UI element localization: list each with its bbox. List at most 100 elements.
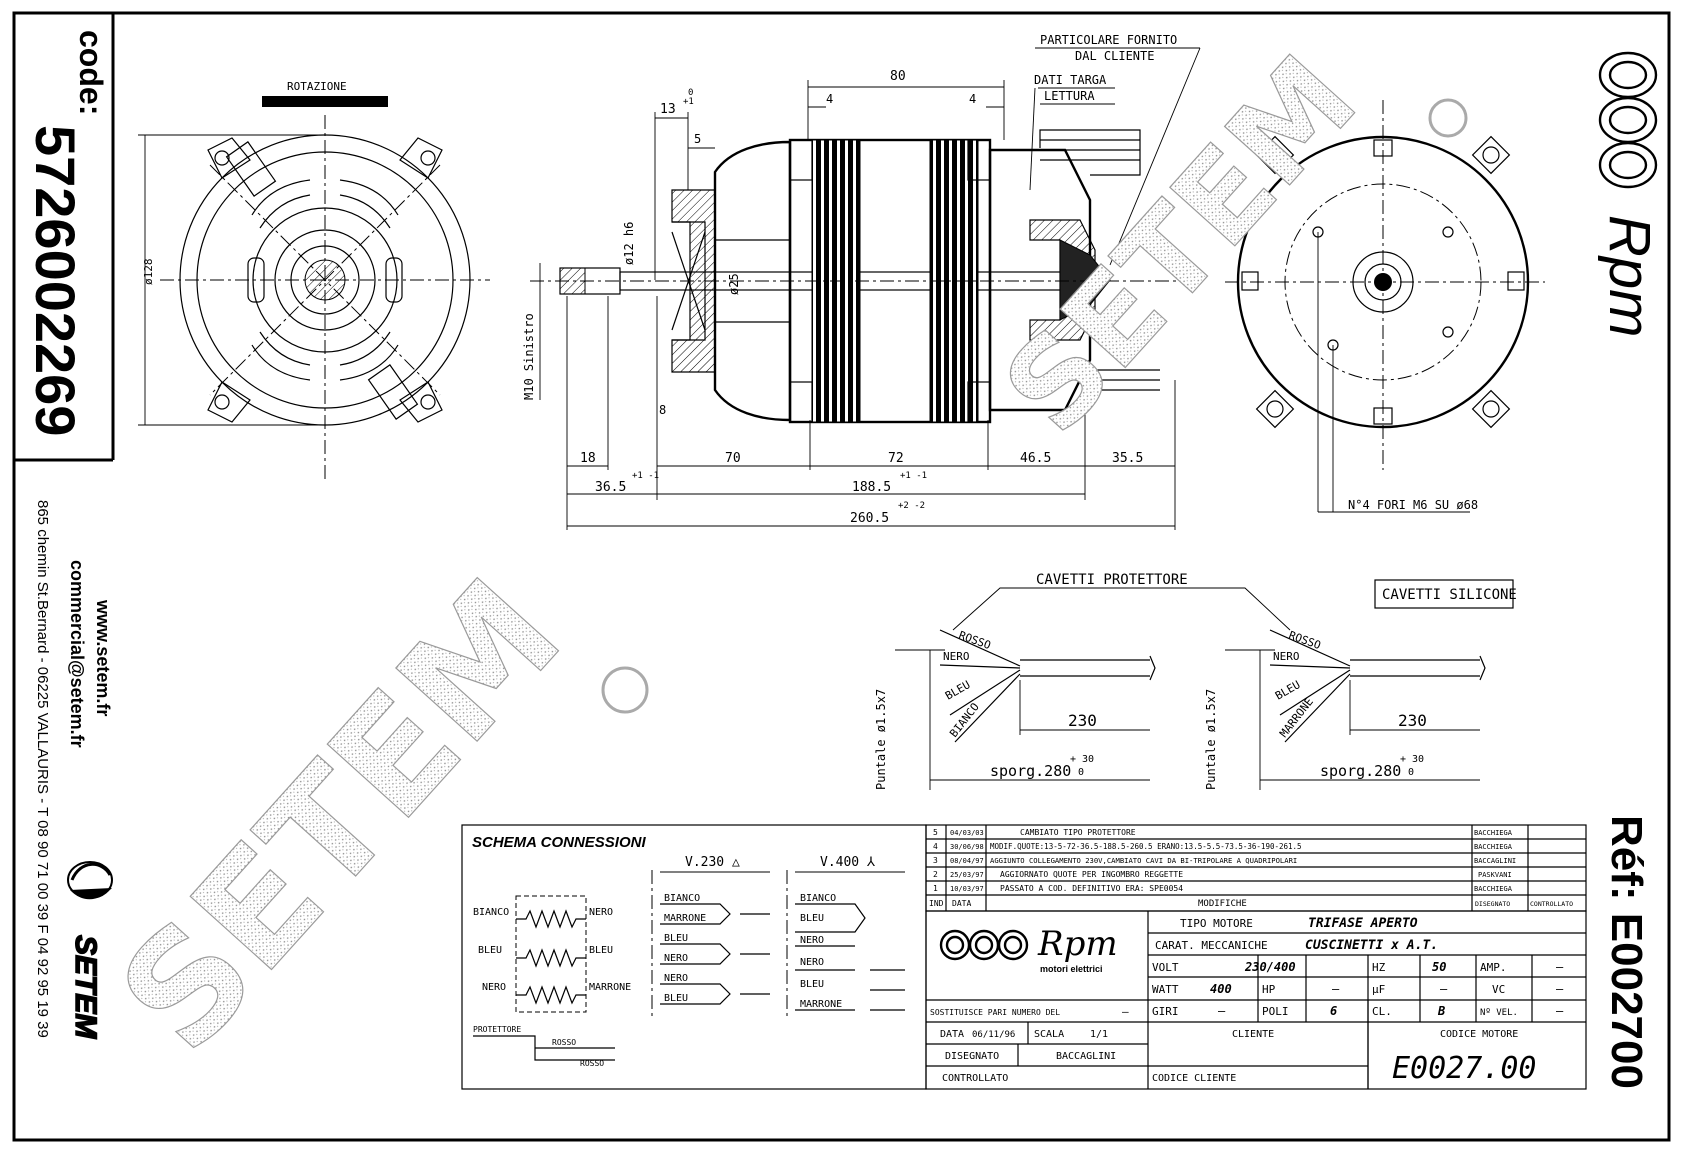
left-length: 230 bbox=[1068, 711, 1097, 730]
right-terminal: Puntale ø1.5x7 bbox=[1204, 689, 1218, 790]
rev-header-ind: IND bbox=[929, 899, 944, 908]
winding-1-left: BIANCO bbox=[473, 907, 509, 918]
right-wire-rosso: ROSSO bbox=[1287, 629, 1323, 653]
hp-value: – bbox=[1332, 982, 1340, 996]
outer-frame bbox=[12, 11, 1671, 1142]
rev-header-text: MODIFICHE bbox=[1198, 899, 1247, 909]
dim-72: 72 bbox=[888, 451, 904, 466]
rev-2-ind: 4 bbox=[933, 842, 938, 851]
rev-4-ind: 2 bbox=[933, 870, 938, 879]
giri-value: – bbox=[1218, 1004, 1226, 1018]
cable-bundle-left: ROSSO NERO BLEU BIANCO 230 sporg.280 + 3… bbox=[874, 629, 1156, 790]
v230-label: V.230 △ bbox=[685, 855, 740, 870]
rotation-arrow-bar bbox=[262, 96, 388, 107]
v400-wire-6: MARRONE bbox=[800, 999, 842, 1010]
sostituisce-label: SOSTITUISCE PARI NUMERO DEL bbox=[930, 1008, 1060, 1017]
rev-4-text: AGGIORNATO QUOTE PER INGOMBRO REGGETTE bbox=[1000, 870, 1183, 879]
rev-1-ind: 5 bbox=[933, 828, 938, 837]
cables-section: CAVETTI PROTETTORE CAVETTI SILICONE ROSS… bbox=[874, 572, 1517, 790]
v400-wire-1: BIANCO bbox=[800, 893, 836, 904]
title-block-fields: TIPO MOTORE TRIFASE APERTO CARAT. MECCAN… bbox=[930, 916, 1564, 1086]
company-address-group: 865 chemin St.Bernard - 06225 VALLAURIS … bbox=[34, 500, 51, 1038]
tipo-label: TIPO MOTORE bbox=[1180, 917, 1253, 930]
note-lettura: LETTURA bbox=[1044, 89, 1095, 103]
rev-1-date: 04/03/03 bbox=[950, 829, 984, 837]
scala-label: SCALA bbox=[1034, 1029, 1064, 1040]
giri-label: GIRI bbox=[1152, 1005, 1179, 1018]
watermark-text-large: SETEM bbox=[87, 548, 594, 1084]
rev-4-by: PASKVANI bbox=[1478, 871, 1512, 879]
winding-2-left: BLEU bbox=[478, 945, 502, 956]
disegnato-value: BACCAGLINI bbox=[1056, 1051, 1116, 1062]
v230-wire-6: BLEU bbox=[664, 993, 688, 1004]
code-label: code: bbox=[73, 30, 109, 115]
left-wire-nero: NERO bbox=[943, 650, 970, 663]
rev-4-date: 25/03/97 bbox=[950, 871, 984, 879]
protector-wire-1: ROSSO bbox=[552, 1038, 576, 1047]
code-number-group: 5726002269 bbox=[24, 125, 87, 436]
disegnato-label: DISEGNATO bbox=[945, 1051, 999, 1062]
rev-5-text: PASSATO A COD. DEFINITIVO ERA: SPE0054 bbox=[1000, 884, 1183, 893]
title-block-brand: Rpm motori elettrici bbox=[939, 924, 1118, 974]
controllato-label: CONTROLLATO bbox=[942, 1073, 1008, 1084]
rev-3-ind: 3 bbox=[933, 856, 938, 865]
dim-8: 8 bbox=[659, 403, 666, 417]
setem-logo-text: SETEM bbox=[69, 935, 102, 1039]
sostituisce-value: – bbox=[1122, 1005, 1129, 1018]
rev-5-ind: 1 bbox=[933, 884, 938, 893]
watermark-registered-1 bbox=[601, 666, 649, 714]
data-label: DATA bbox=[940, 1029, 964, 1040]
rev-2-text: MODIF.QUOTE:13-5-72-36.5-188.5-260.5 ERA… bbox=[990, 842, 1302, 851]
scala-value: 1/1 bbox=[1090, 1029, 1108, 1040]
poli-label: POLI bbox=[1262, 1005, 1289, 1018]
vel-value: – bbox=[1556, 1004, 1564, 1018]
rear-view: N°4 FORI M6 SU ø68 bbox=[1225, 100, 1545, 513]
left-overhang-tol-top: + 30 bbox=[1070, 754, 1094, 765]
dim-80: 80 bbox=[890, 69, 906, 84]
note-particolare: PARTICOLARE FORNITO bbox=[1040, 33, 1177, 47]
vc-label: VC bbox=[1492, 983, 1505, 996]
right-wire-marrone: MARRONE bbox=[1277, 695, 1316, 740]
v400-wire-3: NERO bbox=[800, 935, 824, 946]
rev-5-by: BACCHIEGA bbox=[1474, 885, 1513, 893]
dim-36-5-tol: +1 -1 bbox=[632, 471, 659, 481]
side-view: PARTICOLARE FORNITO DAL CLIENTE DATI TAR… bbox=[522, 33, 1201, 530]
setem-logo-text-group: SETEM bbox=[68, 934, 103, 1040]
dim-70: 70 bbox=[725, 451, 741, 466]
winding-1-right: NERO bbox=[589, 907, 613, 918]
right-overhang: sporg.280 bbox=[1320, 762, 1401, 780]
cable-silicone-box bbox=[1374, 579, 1514, 609]
winding-2-right: BLEU bbox=[589, 945, 613, 956]
setem-logo bbox=[67, 861, 113, 900]
v230-wire-4: NERO bbox=[664, 953, 688, 964]
right-overhang-tol-top: + 30 bbox=[1400, 754, 1424, 765]
company-email: commercial@setem.fr bbox=[67, 560, 87, 748]
rev-header-date: DATA bbox=[952, 899, 971, 908]
dim-13-tol: +1 bbox=[683, 97, 694, 107]
dim-13-tol-low: 0 bbox=[688, 88, 693, 98]
carat-label: CARAT. MECCANICHE bbox=[1155, 939, 1268, 952]
rev-1-by: BACCHIEGA bbox=[1474, 829, 1513, 837]
rear-holes-note: N°4 FORI M6 SU ø68 bbox=[1348, 498, 1478, 512]
dim-4-left: 4 bbox=[826, 92, 833, 106]
vel-label: Nº VEL. bbox=[1480, 1008, 1518, 1018]
ref-label-group: Réf: E002700 bbox=[1602, 815, 1651, 1089]
v400-label: V.400 ⅄ bbox=[820, 855, 875, 870]
shaft-thread-label: M10 Sinistro bbox=[522, 313, 536, 400]
front-view: ROTAZIONE bbox=[138, 80, 490, 480]
amp-value: – bbox=[1556, 960, 1564, 974]
amp-label: AMP. bbox=[1480, 961, 1507, 974]
brand-logo-vertical: Rpm bbox=[1597, 51, 1662, 337]
codice-motore-label: CODICE MOTORE bbox=[1440, 1029, 1518, 1040]
uf-value: – bbox=[1440, 982, 1448, 996]
winding-3-right: MARRONE bbox=[589, 982, 631, 993]
watermark-text-right: SETEM bbox=[978, 31, 1384, 460]
codice-cliente-label: CODICE CLIENTE bbox=[1152, 1073, 1236, 1084]
revisions-table bbox=[925, 824, 1587, 912]
rev-2-by: BACCHIEGA bbox=[1474, 843, 1513, 851]
protector-label: PROTETTORE bbox=[473, 1025, 521, 1034]
dim-188-5-tol: +1 -1 bbox=[900, 471, 927, 481]
watt-label: WATT bbox=[1152, 983, 1179, 996]
title-block-grid bbox=[925, 910, 1587, 1090]
dim-4-right: 4 bbox=[969, 92, 976, 106]
